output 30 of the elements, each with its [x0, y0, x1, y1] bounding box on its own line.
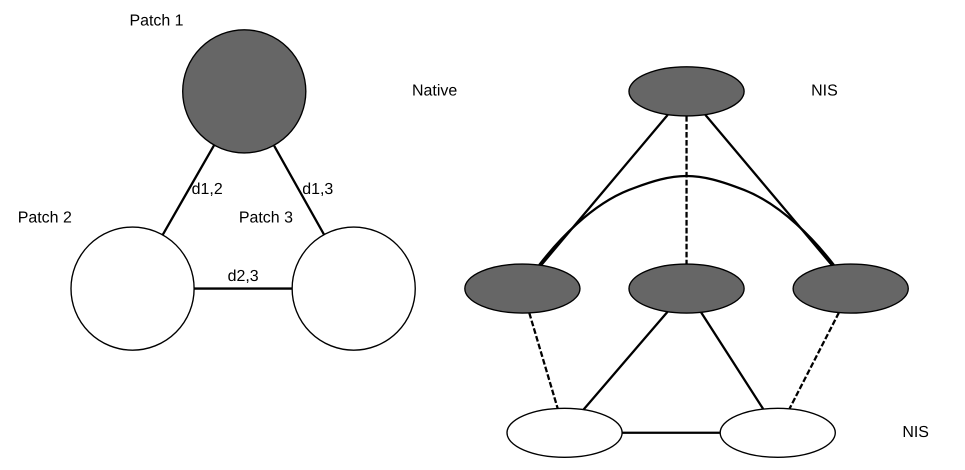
node-label: Patch 3 [238, 210, 293, 227]
label: NIS [811, 82, 838, 100]
node-circle [291, 226, 416, 351]
connector [704, 114, 833, 266]
label: Native [412, 82, 458, 100]
connector [528, 312, 559, 408]
connector [194, 287, 292, 290]
edge-label: d2,3 [228, 268, 259, 285]
node-label: Patch 2 [18, 210, 72, 227]
edge-label: d1,2 [192, 181, 223, 198]
node-ellipse [792, 263, 909, 314]
node-ellipse [506, 408, 623, 458]
connector [582, 311, 668, 410]
connector [162, 144, 216, 236]
node-circle [70, 226, 195, 351]
connector [700, 312, 764, 410]
label: NIS [902, 424, 929, 441]
connector [788, 312, 840, 410]
node-circle [182, 29, 306, 154]
node-ellipse [719, 408, 836, 458]
connector [685, 116, 688, 264]
connector [622, 432, 720, 434]
node-ellipse [464, 263, 581, 314]
node-ellipse [628, 66, 745, 117]
edge-label: d1,3 [302, 181, 334, 198]
connector [538, 174, 835, 266]
connector [540, 114, 669, 266]
node-ellipse [628, 263, 745, 314]
connector [273, 145, 326, 236]
node-label: Patch 1 [129, 12, 184, 30]
